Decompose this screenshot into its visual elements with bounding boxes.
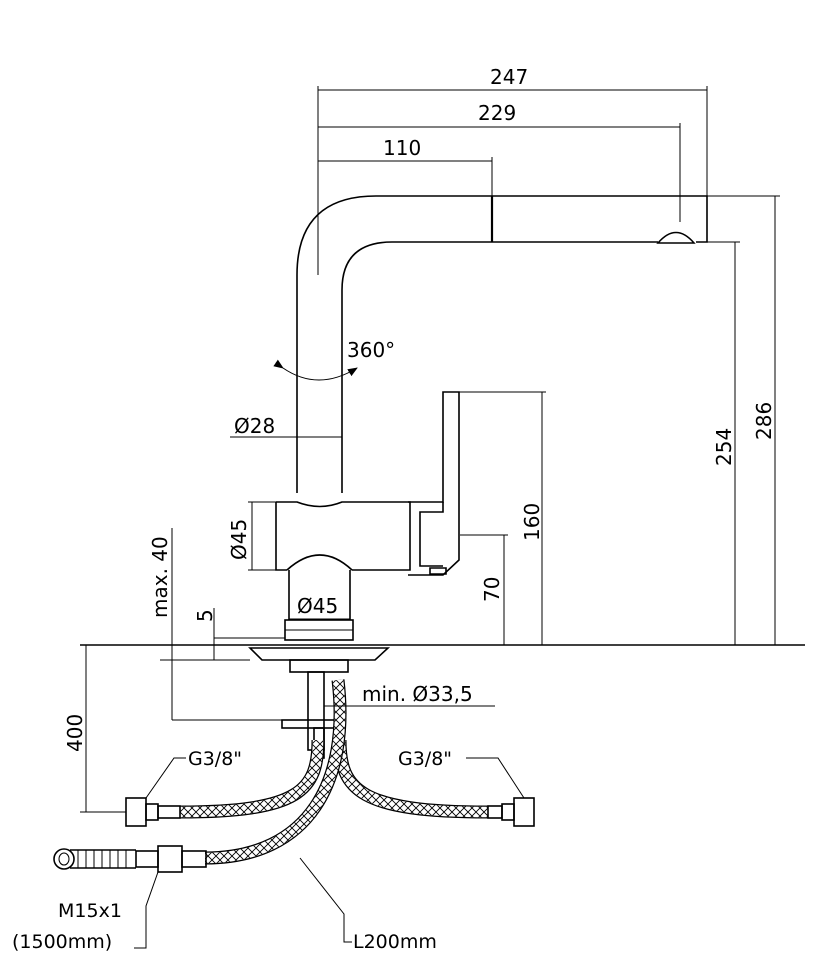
dim-hole: min. Ø33,5 [362,682,473,706]
label-left-hose: G3/8" [188,748,242,770]
label-spray-thread: M15x1 [58,900,122,922]
dim-286: 286 [752,402,776,440]
dim-70: 70 [480,577,504,602]
dim-400: 400 [63,714,87,752]
dim-dia45-body: Ø45 [227,519,251,560]
label-hose-length: L200mm [353,931,437,953]
dim-dia45-base: Ø45 [297,594,338,618]
label-right-hose: G3/8" [398,748,452,770]
dim-254: 254 [712,428,736,466]
dim-max40: max. 40 [148,536,172,618]
dim-247: 247 [490,65,528,89]
rotation-label: 360° [347,338,395,362]
dim-110: 110 [383,136,421,160]
dim-160: 160 [520,503,544,541]
dimension-lines [80,86,780,949]
label-spray-length: (1500mm) [12,931,112,953]
dim-5: 5 [193,609,217,622]
hoses [53,679,535,873]
dimension-labels: 247 229 110 286 254 160 70 360° Ø28 Ø45 … [12,65,776,953]
dim-229: 229 [478,101,516,125]
faucet-body [80,195,805,759]
dim-dia28: Ø28 [234,414,275,438]
